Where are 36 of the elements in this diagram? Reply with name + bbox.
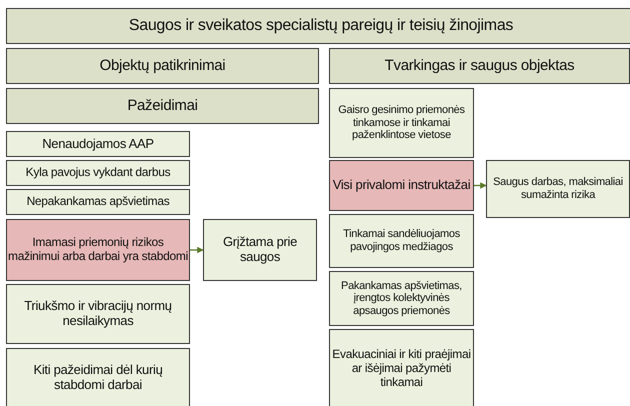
box-label: Kiti pažeidimai dėl kurių stabdomi darbai — [32, 363, 164, 393]
arrow — [474, 182, 487, 189]
process-box — [6, 160, 190, 186]
box-label: Imamasi priemonių rizikos mažinimui arba darbai yra stabdomi — [7, 236, 189, 264]
box-label: Saugos ir sveikatos specialistų pareigų ir teisių žinojimas — [128, 16, 514, 36]
header-box — [6, 88, 319, 124]
box-label: Pakankamas apšvietimas, įrengtos kolektyvinės apsaugos priemonės — [340, 280, 463, 318]
box-label: Tvarkingas ir saugus objektas — [384, 57, 574, 75]
process-box — [486, 160, 630, 218]
process-box — [329, 271, 474, 326]
header-box — [329, 48, 630, 84]
highlighted-box — [6, 219, 190, 281]
box-label: Tinkamai sandėliuojamos pavojingos medžiagos — [342, 228, 461, 254]
box-label: Grįžtama prie saugos — [222, 235, 298, 265]
box-label: Saugus darbas, maksimaliai sumažinta rizika — [492, 176, 624, 202]
process-box — [329, 329, 474, 406]
arrow — [190, 246, 204, 254]
header-box — [6, 8, 630, 44]
process-box — [6, 189, 190, 215]
box-label: Objektų patikrinimai — [100, 57, 226, 75]
process-box — [329, 214, 474, 268]
box-label: Triukšmo ir vibracijų normų nesilaikymas — [23, 299, 173, 329]
process-box — [329, 88, 474, 158]
process-box — [203, 219, 317, 281]
box-label: Pažeidimai — [127, 97, 198, 115]
header-box — [6, 48, 319, 84]
box-label: Nenaudojamos AAP — [42, 136, 154, 152]
box-label: Nepakankamas apšvietimas — [26, 195, 170, 209]
highlighted-box — [329, 160, 474, 211]
process-box — [6, 284, 190, 344]
process-box — [6, 348, 190, 406]
box-label: Gaisro gesinimo priemonės tinkamose ir tinkamai paženklintose vietose — [337, 104, 466, 142]
box-label: Visi privalomi instruktažai — [332, 178, 470, 193]
box-label: Evakuaciniai ir kiti praėjimai ar išėjimai pažymėti tinkamai — [331, 348, 472, 390]
box-label: Kyla pavojus vykdant darbus — [26, 166, 170, 180]
process-box — [6, 131, 190, 157]
